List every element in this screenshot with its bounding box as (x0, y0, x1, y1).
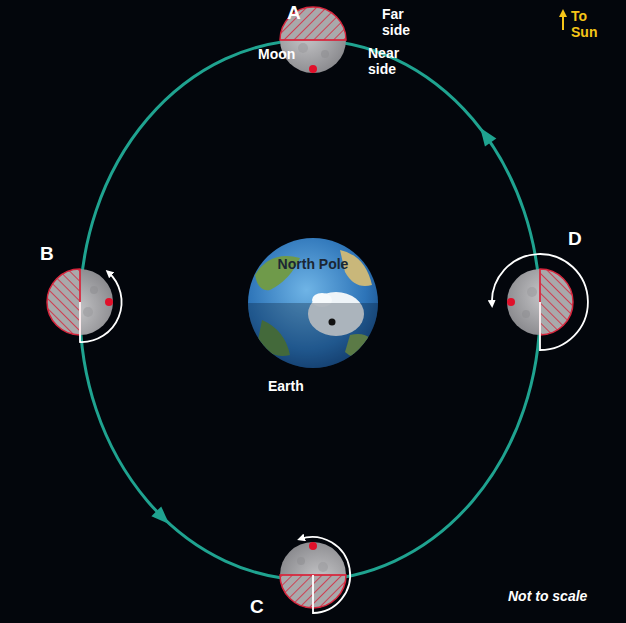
moon-label: Moon (258, 46, 308, 62)
position-letter: C (250, 596, 274, 618)
node-text: North Pole (276, 256, 350, 272)
scale-note: Not to scale (508, 588, 620, 604)
sun-direction: To Sun (571, 8, 607, 40)
position-letter: D (568, 228, 592, 250)
side-label: Far side (382, 6, 426, 38)
position-letter: A (287, 2, 311, 24)
side-label: Near side (368, 45, 414, 77)
earth-label: Earth (268, 378, 328, 394)
position-letter: B (40, 243, 64, 265)
earth-globe: North Pole (276, 256, 350, 272)
